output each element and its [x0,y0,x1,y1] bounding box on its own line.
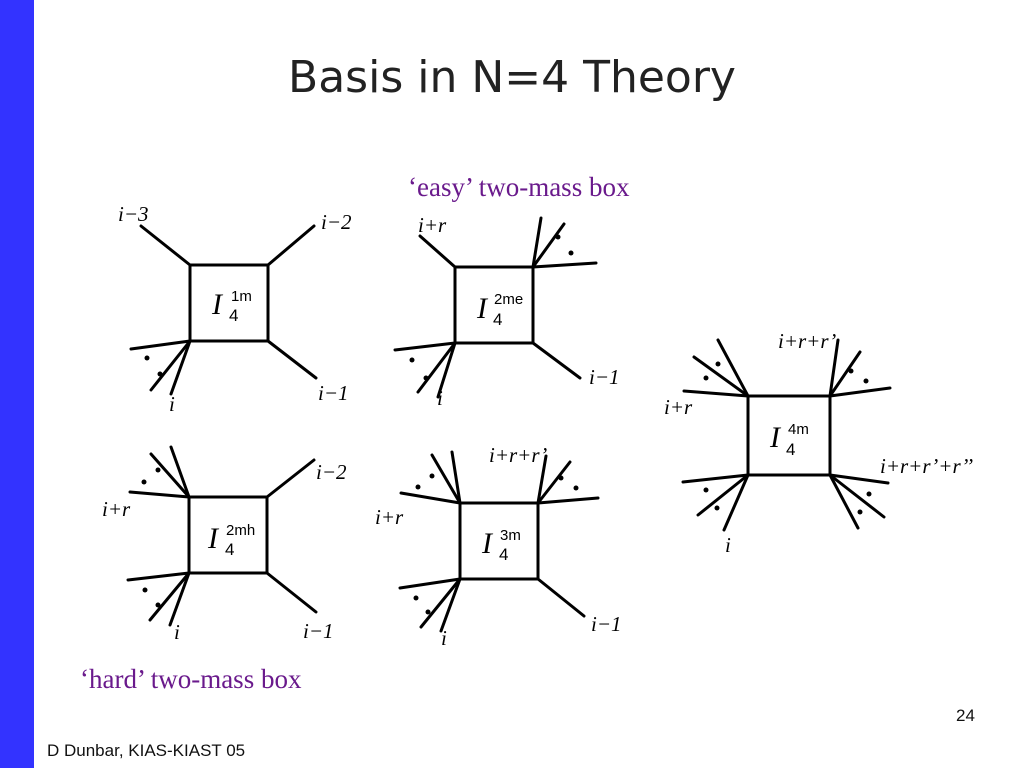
two-mass-easy-label-top-left: i+r [418,213,447,237]
four-mass-label-left: i+r [664,395,693,419]
three-mass-label-top-right: i+r+r’ [489,443,547,467]
four-mass-label-top-right: i+r+r’ [778,329,836,353]
easy-two-mass-caption: ‘easy’ two-mass box [408,172,630,202]
svg-text:3m: 3m [500,527,521,544]
one-mass-label-bottom-left: i [169,392,175,416]
three-mass-label-left: i+r [375,505,404,529]
svg-text:I: I [481,527,494,560]
slide-sidebar-bar [0,0,34,768]
two-mass-hard-box-symbol: I 2mh 4 [207,522,255,559]
one-mass-label-bottom-right: i−1 [318,381,349,405]
svg-text:4: 4 [229,306,238,325]
two-mass-easy-box-symbol: I 2me 4 [476,291,523,329]
svg-text:2mh: 2mh [226,522,255,539]
four-mass-box-square [746,394,832,477]
three-mass-box-symbol: I 3m 4 [481,527,521,564]
two-mass-hard-label-bottom-left: i [174,620,180,644]
one-mass-box-square [188,263,270,343]
two-mass-easy-label-bottom-left: i [437,386,443,410]
two-mass-hard-label-bottom-right: i−1 [303,619,334,643]
svg-text:4: 4 [786,440,795,459]
one-mass-label-top-left: i−3 [118,202,149,226]
three-mass-box-square [458,501,540,581]
two-mass-hard-box-square [187,495,269,575]
two-mass-hard-label-left: i+r [102,497,131,521]
hard-two-mass-caption: ‘hard’ two-mass box [80,664,302,694]
four-mass-label-right: i+r+r’+r’’ [880,454,973,478]
svg-text:I: I [211,288,224,321]
svg-text:1m: 1m [231,288,252,305]
two-mass-easy-label-bottom-right: i−1 [589,365,620,389]
svg-text:4: 4 [499,545,508,564]
svg-text:I: I [476,292,489,325]
svg-text:I: I [207,522,220,555]
svg-text:I: I [769,421,782,454]
slide-title: Basis in N=4 Theory [288,52,736,103]
svg-text:4m: 4m [788,421,809,438]
four-mass-box-diagram [681,338,892,532]
one-mass-box-symbol: I 1m 4 [211,288,252,325]
three-mass-label-bottom-left: i [441,626,447,650]
page-number: 24 [956,706,975,725]
four-mass-label-bottom-left: i [725,533,731,557]
three-mass-label-bottom-right: i−1 [591,612,622,636]
slide-footer: D Dunbar, KIAS-KIAST 05 [47,741,246,760]
svg-text:4: 4 [493,310,502,329]
four-mass-box-symbol: I 4m 4 [769,421,809,459]
one-mass-label-top-right: i−2 [321,210,352,234]
two-mass-hard-box-diagram [126,445,318,627]
two-mass-hard-label-top-right: i−2 [316,460,347,484]
two-mass-easy-box-square [453,265,535,345]
two-mass-easy-box-diagram [393,216,598,399]
one-mass-box-diagram [129,224,318,396]
three-mass-box-diagram [398,450,600,633]
svg-text:4: 4 [225,540,234,559]
svg-text:2me: 2me [494,291,523,308]
